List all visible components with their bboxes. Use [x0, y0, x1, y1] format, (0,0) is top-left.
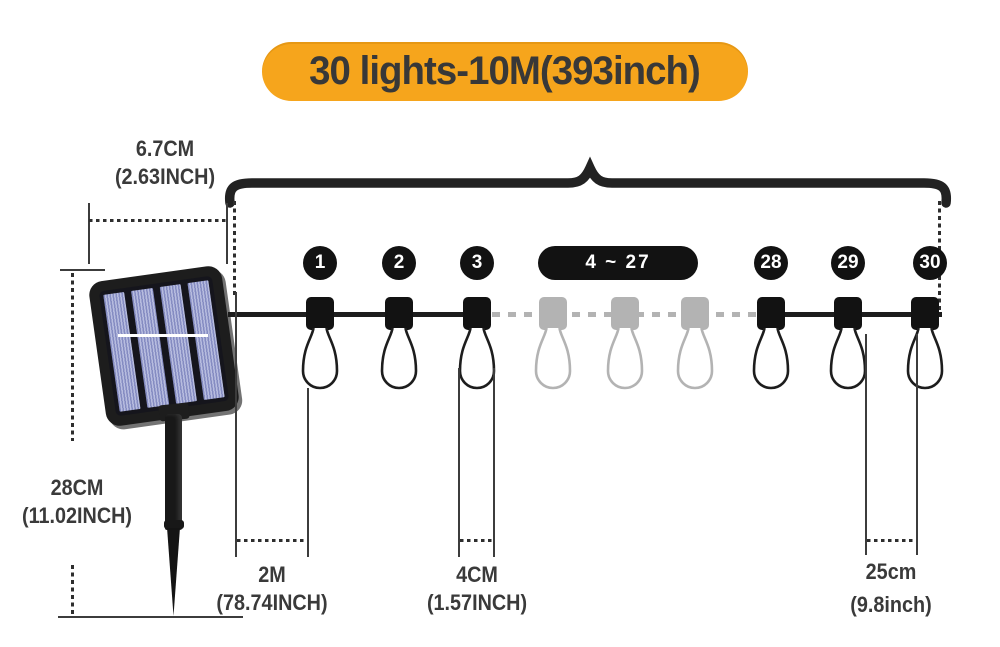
- bulb-number-badge-1: 1: [303, 246, 337, 280]
- light-clip-2: [385, 297, 413, 330]
- lead-length-value: 2M: [258, 562, 286, 587]
- light-bulb-icon-mid-2: [606, 327, 644, 390]
- panel-width-tick-left: [88, 203, 90, 264]
- solar-panel: [87, 264, 241, 428]
- light-bulb-icon-29: [829, 327, 867, 390]
- bulb-width-tick-right: [493, 368, 495, 557]
- panel-height-dotted-lower: [71, 565, 74, 615]
- solar-panel-divider-line: [118, 334, 208, 337]
- title-text: 30 lights-10M(393inch): [309, 49, 702, 93]
- panel-height-inches: (11.02INCH): [21, 503, 133, 528]
- lead-length-tick-left: [235, 292, 237, 557]
- brace-left-dotted-line: [233, 201, 236, 296]
- ground-stake-spike: [167, 528, 180, 616]
- light-clip-1: [306, 297, 334, 330]
- bulb-spacing-dotted-line: [867, 539, 916, 542]
- title-badge: 30 lights-10M(393inch): [262, 42, 748, 101]
- bulb-width-dotted-line: [460, 539, 493, 542]
- bulb-number-badge-3: 3: [460, 246, 494, 280]
- light-clip-mid-1: [539, 297, 567, 330]
- bulb-number-badge-30: 30: [913, 246, 947, 280]
- ground-line: [58, 616, 243, 618]
- ground-stake-collar: [163, 520, 184, 529]
- bulb-spacing-tick-left: [865, 334, 867, 555]
- panel-height-value: 28CM: [50, 475, 104, 500]
- bulb-number-badge-29: 29: [831, 246, 865, 280]
- light-clip-mid-3: [681, 297, 709, 330]
- panel-width-value: 6.7CM: [135, 136, 195, 161]
- light-bulb-icon-mid-3: [676, 327, 714, 390]
- string-wire-left: [228, 312, 478, 317]
- light-clip-30: [911, 297, 939, 330]
- light-bulb-icon-30: [906, 327, 944, 390]
- bulb-number-badge-2: 2: [382, 246, 416, 280]
- light-bulb-icon-2: [380, 327, 418, 390]
- light-bulb-icon-3: [458, 327, 496, 390]
- bulb-width-value: 4CM: [456, 562, 498, 587]
- bulb-width-tick-left: [458, 368, 460, 557]
- bulb-width-inches: (1.57INCH): [426, 590, 528, 615]
- light-bulb-icon-28: [752, 327, 790, 390]
- light-bulb-icon-mid-1: [534, 327, 572, 390]
- light-clip-29: [834, 297, 862, 330]
- bulb-spacing-value: 25cm: [865, 559, 917, 584]
- panel-width-inches: (2.63INCH): [114, 164, 216, 189]
- panel-height-dotted-upper: [71, 273, 74, 441]
- light-clip-28: [757, 297, 785, 330]
- bulb-number-badge-28: 28: [754, 246, 788, 280]
- bulb-spacing-inches: (9.8inch): [850, 592, 932, 617]
- panel-width-dotted-line: [89, 219, 227, 222]
- bulb-range-badge: 4 ~ 27: [538, 246, 698, 280]
- ground-stake-rod: [165, 414, 182, 530]
- panel-width-tick-right: [226, 203, 228, 264]
- light-clip-mid-2: [611, 297, 639, 330]
- light-clip-3: [463, 297, 491, 330]
- lead-length-tick-right: [307, 388, 309, 557]
- lead-length-dotted-line: [237, 539, 307, 542]
- bulb-spacing-tick-right: [916, 334, 918, 555]
- solar-panel-cells: [98, 275, 230, 417]
- light-bulb-icon-1: [301, 327, 339, 390]
- panel-height-top-ref-line: [60, 269, 105, 271]
- lead-length-inches: (78.74INCH): [216, 590, 328, 615]
